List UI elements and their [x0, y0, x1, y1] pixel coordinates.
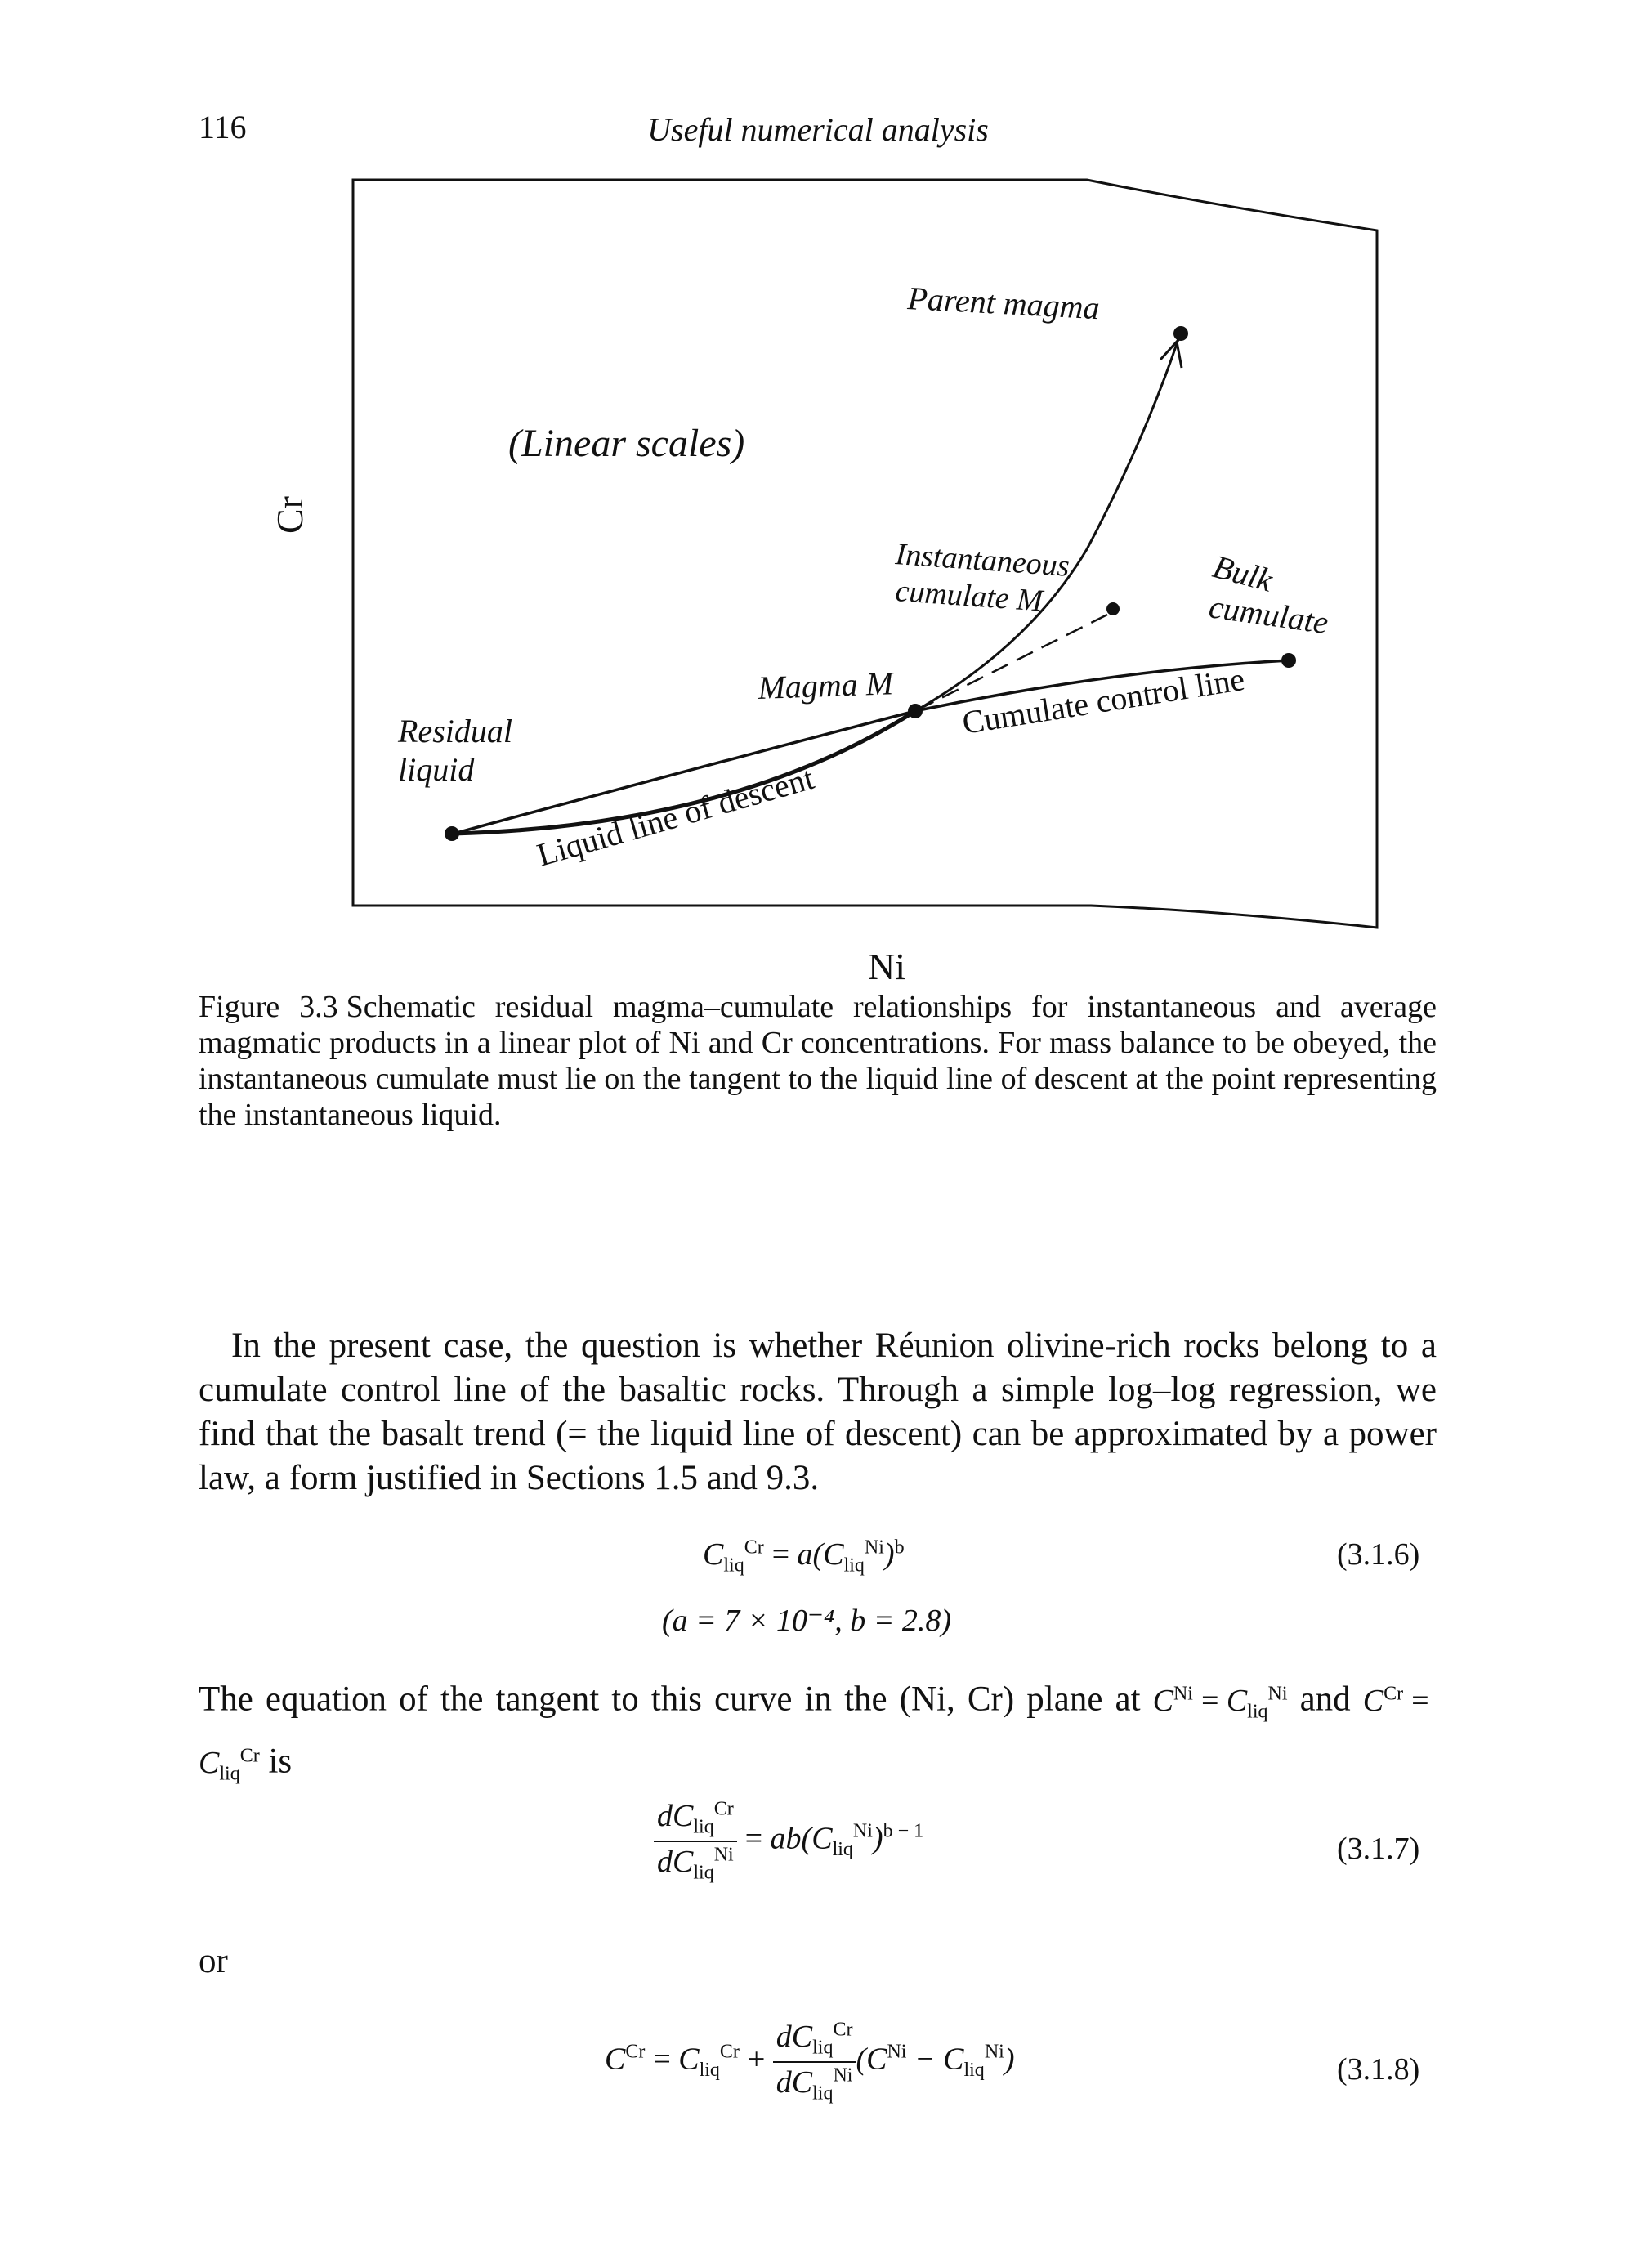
paragraph-2-part-a: The equation of the tangent to this curv… [199, 1680, 1153, 1719]
residual-label-2: liquid [398, 751, 475, 788]
equation-3-1-6: CliqCr = a(CliqNi)b [703, 1537, 905, 1577]
y-axis-label: Cr [269, 496, 311, 534]
cumulate-control-line-label: Cumulate control line [959, 660, 1247, 741]
body-paragraph-2: The equation of the tangent to this curv… [199, 1680, 1437, 1785]
liquid-line-of-descent-label: Liquid line of descent [533, 759, 818, 874]
figure-frame [351, 178, 1379, 929]
x-axis-label: Ni [868, 946, 905, 981]
liquid-line-of-descent [453, 709, 917, 836]
running-title: Useful numerical analysis [647, 111, 989, 148]
paragraph-2-part-c: is [259, 1742, 293, 1781]
page-number: 116 [199, 109, 247, 145]
instantaneous-label-2: cumulate M [894, 574, 1045, 619]
tangent-dashed [923, 613, 1108, 709]
paragraph-2-part-b: and [1287, 1680, 1363, 1719]
equation-3-1-7-number: (3.1.7) [1337, 1832, 1420, 1866]
scale-note: (Linear scales) [508, 422, 744, 465]
evolution-path [914, 336, 1181, 713]
arrow-head [1159, 338, 1183, 369]
or-word: or [199, 1942, 228, 1980]
figure-3-3: Cr Ni (Linear scales) Parent magma Insta… [269, 178, 1379, 981]
equation-3-1-6-number: (3.1.6) [1337, 1537, 1420, 1572]
cumulate-control-line [453, 659, 1290, 835]
parent-magma-point [1173, 326, 1188, 341]
parent-magma-label: Parent magma [906, 280, 1101, 326]
residual-liquid-point [445, 826, 459, 841]
caption-label: Figure 3.3 [199, 990, 338, 1024]
instantaneous-cumulate-point [1106, 602, 1120, 615]
body-paragraph-1: In the present case, the question is whe… [199, 1326, 1437, 1497]
magma-m-label: Magma M [757, 664, 896, 706]
bulk-label-2: cumulate [1207, 588, 1330, 641]
caption-text: Schematic residual magma–cumulate relati… [199, 990, 1437, 1132]
equation-3-1-8-number: (3.1.8) [1337, 2052, 1420, 2087]
residual-label-1: Residual [397, 713, 512, 749]
equation-3-1-6-params: (a = 7 × 10⁻⁴, b = 2.8) [662, 1604, 952, 1638]
